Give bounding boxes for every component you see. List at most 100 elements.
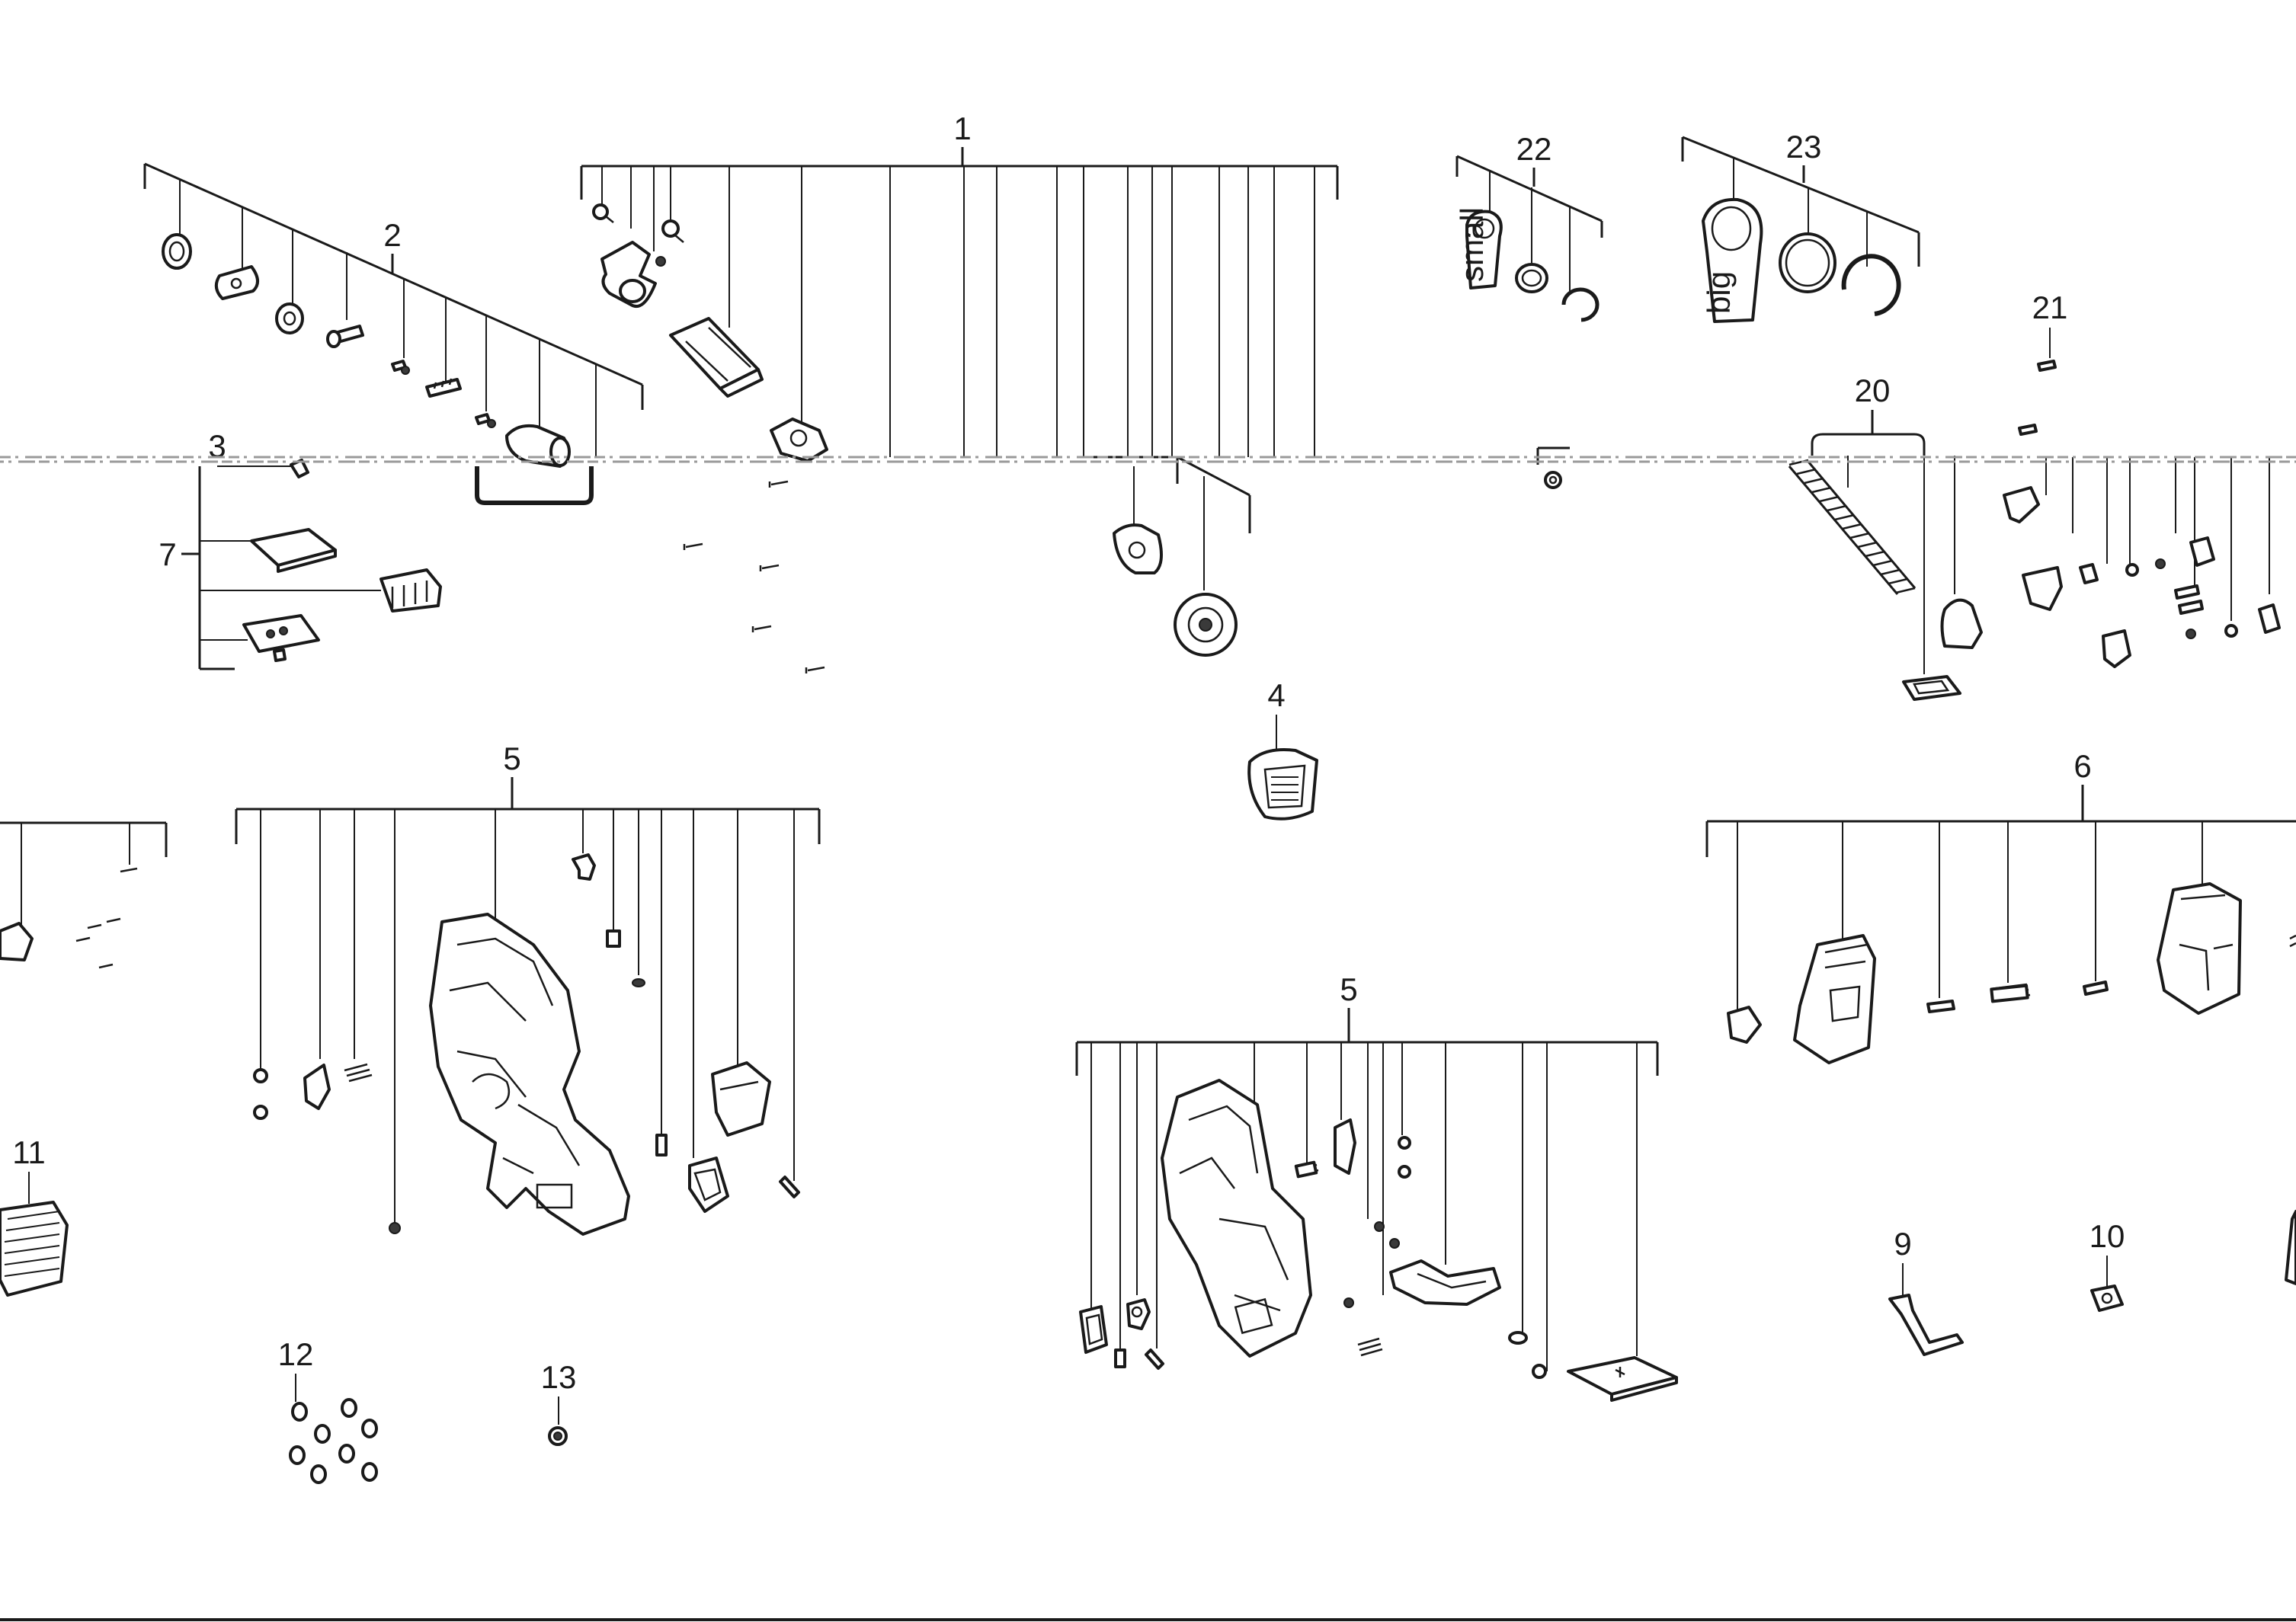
bolt-part (326, 325, 364, 348)
edge-part (2285, 1210, 2296, 1285)
speed-knob-big-part: big (1701, 197, 1763, 323)
callout-number: 9 (1894, 1226, 1911, 1262)
snap-ring-part (1561, 287, 1600, 322)
screw-part (655, 256, 666, 267)
spring-part (1357, 1337, 1383, 1357)
screw-part (389, 1222, 401, 1234)
callout-number: 11 (12, 1134, 46, 1170)
callout-number: 21 (2032, 290, 2068, 325)
washer-part (1544, 471, 1562, 489)
o-ring-part (1779, 232, 1836, 293)
connector-block-part (379, 568, 442, 613)
callout-number: 7 (159, 536, 176, 572)
clip-part (2079, 563, 2099, 584)
callout-group-13: 13 (541, 1359, 577, 1446)
spring-part (1114, 1348, 1126, 1368)
o-ring-part (1515, 263, 1548, 293)
snap-ring-part (1841, 254, 1901, 316)
button-part (1126, 1298, 1151, 1330)
callout-group-10: 10 (2089, 1218, 2125, 1312)
screw-part (391, 360, 410, 375)
fragment-parts (1536, 446, 1570, 489)
spring-coil-part (1788, 459, 1917, 595)
callout-group-9: 9 (1888, 1226, 1964, 1356)
bracket-part (688, 1157, 729, 1213)
plugs-set (289, 1398, 378, 1484)
threaded-pin-part (425, 378, 462, 398)
screws-set (75, 867, 138, 969)
latch-housing-part (2157, 882, 2242, 1015)
callout-number: 13 (541, 1359, 577, 1395)
plug-part (548, 1426, 568, 1446)
washer-part (2155, 558, 2166, 569)
filter-part (0, 1201, 69, 1297)
callout-number: 2 (383, 217, 401, 253)
callout-number: 23 (1786, 129, 1822, 165)
screw-part (253, 1068, 268, 1083)
fan-cover-part (1247, 748, 1318, 821)
callout-number: 20 (1855, 373, 1891, 408)
callout-group-12: 12 (278, 1336, 378, 1484)
callout-number: 10 (2089, 1218, 2125, 1254)
screw-part (1532, 1364, 1547, 1379)
screw-part (2186, 629, 2196, 639)
motor-cap-part (770, 417, 828, 462)
bushing-part (162, 233, 192, 270)
callout-number: 1 (953, 110, 971, 146)
callout-group-21: 21 (2003, 290, 2281, 668)
screw-part (592, 203, 614, 223)
bracket-clip-part (0, 922, 34, 961)
screw-part (1374, 1221, 1385, 1232)
callout-group-11: 11 (0, 1134, 69, 1297)
callout-group-3: 3 (208, 428, 309, 478)
gear-housing-part (600, 241, 657, 308)
circuit-board-part (242, 614, 320, 662)
bracket-part (1940, 598, 1983, 649)
screw-part (2289, 934, 2296, 948)
callout-group-5-left: 5 (235, 741, 821, 1236)
screw-part (1389, 1238, 1400, 1249)
latch-part (2003, 486, 2040, 523)
callout-group-cropped-left (0, 821, 168, 969)
button-part (2022, 566, 2063, 611)
callout-number: 22 (1516, 131, 1552, 167)
fan-impeller-part (1174, 593, 1238, 657)
spring-part (2174, 584, 2200, 600)
callout-group-20: 20 (1788, 373, 1983, 701)
pin-part (2083, 981, 2109, 996)
spring-part (1294, 1160, 1319, 1179)
spring-part (606, 929, 621, 948)
motor-housing-part (429, 913, 630, 1236)
clip-part (2258, 603, 2281, 634)
trigger-part (1334, 1118, 1356, 1175)
screw-part (661, 219, 684, 243)
spring-part (344, 1063, 373, 1083)
speed-knob-small-part: small (1454, 207, 1503, 290)
callout-number: 12 (278, 1336, 314, 1372)
screws-set (683, 480, 825, 673)
pin-part (779, 1176, 800, 1198)
spring-clip-part (1888, 1294, 1964, 1356)
slider-part (2189, 536, 2215, 567)
screw-part (253, 1105, 268, 1120)
callout-group-2: 2 (143, 162, 644, 468)
callout-number: 5 (503, 741, 520, 776)
screw-part (2018, 424, 2038, 436)
washer-part (2125, 563, 2139, 577)
battery-latch-part (1793, 934, 1876, 1064)
screw-part (1398, 1136, 1411, 1150)
callout-group-22: 22 small (1454, 131, 1603, 322)
callout-number: 5 (1340, 971, 1357, 1007)
knob-marking: big (1701, 271, 1737, 314)
screw-part (475, 413, 496, 428)
gasket-part (1079, 1305, 1108, 1354)
switch-carrier-part (1389, 1259, 1501, 1306)
nut-part (2090, 1284, 2124, 1312)
callout-group-1: 1 (580, 110, 1339, 673)
gasket-part (1902, 675, 1961, 701)
spring-part (2178, 600, 2204, 615)
callout-group-4: 4 (1247, 677, 1318, 821)
switch-slider-part (669, 317, 764, 398)
callout-group-23: 23 big (1681, 129, 1920, 323)
